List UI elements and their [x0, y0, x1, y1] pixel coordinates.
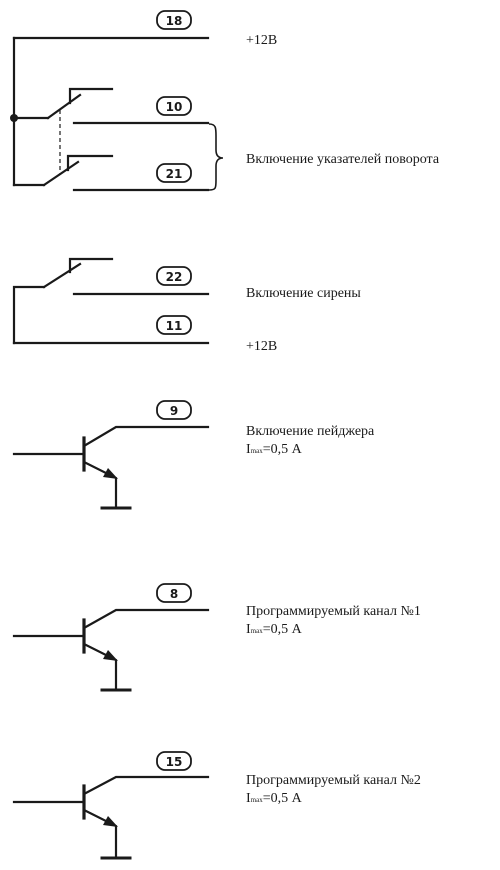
pin-badge-11: 11: [156, 315, 192, 335]
pin-number: 10: [166, 100, 183, 114]
prog2-transistor-stage: [12, 775, 210, 860]
imax-subscript: max: [250, 627, 263, 635]
switch-lower-contact: [66, 154, 114, 172]
pin-number: 11: [166, 319, 183, 333]
label-turn-signals: Включение указателей поворота: [246, 152, 440, 167]
pin-badge-22: 22: [156, 266, 192, 286]
label-pager-imax: Imax=0,5 А: [246, 441, 302, 460]
pin-number: 8: [170, 587, 178, 601]
emitter-arrow: [103, 468, 118, 479]
pin-number: 22: [166, 270, 183, 284]
label-plus12-mid: +12В: [246, 339, 278, 354]
pin-badge-21: 21: [156, 163, 192, 183]
imax-value: =0,5 А: [262, 442, 302, 457]
collector-lead: [82, 775, 210, 796]
pin-badge-18: 18: [156, 10, 192, 30]
pin-badge-8: 8: [156, 583, 192, 603]
switch-upper-contact: [68, 87, 114, 105]
siren-switch-blade: [42, 262, 82, 289]
collector-lead: [82, 608, 210, 630]
pin-badge-15: 15: [156, 751, 192, 771]
pin-number: 18: [166, 14, 183, 28]
prog1-transistor-stage: [12, 608, 210, 692]
siren-lead-left: [12, 285, 46, 345]
label-prog2: Программируемый канал №2: [246, 773, 421, 788]
curly-brace: [208, 123, 224, 191]
pin-number: 15: [166, 755, 183, 769]
label-prog1: Программируемый канал №1: [246, 604, 421, 619]
imax-subscript: max: [250, 447, 263, 455]
switch-upper-blade: [46, 93, 82, 120]
label-siren: Включение сирены: [246, 286, 361, 301]
imax-symbol: I: [246, 791, 251, 806]
label-plus12-top: +12В: [246, 33, 278, 48]
imax-value: =0,5 А: [262, 622, 302, 637]
collector-lead: [82, 425, 210, 448]
label-pager: Включение пейджера: [246, 424, 375, 439]
emitter-arrow: [103, 650, 118, 661]
pin-badge-9: 9: [156, 400, 192, 420]
siren-switch-contact: [68, 257, 114, 274]
imax-symbol: I: [246, 622, 251, 637]
emitter-lead: [82, 460, 118, 510]
label-prog2-imax: Imax=0,5 А: [246, 790, 302, 809]
emitter-lead: [82, 642, 118, 692]
switch-lower-blade: [42, 160, 80, 187]
pin-number: 21: [166, 167, 183, 181]
label-prog1-imax: Imax=0,5 А: [246, 621, 302, 640]
pin-badge-10: 10: [156, 96, 192, 116]
pin-number: 9: [170, 404, 178, 418]
emitter-arrow: [103, 816, 118, 827]
turn-signal-circuit: [10, 36, 224, 192]
pager-transistor-stage: [12, 425, 210, 510]
imax-value: =0,5 А: [262, 791, 302, 806]
emitter-lead: [82, 808, 118, 860]
siren-circuit: [12, 257, 210, 345]
imax-subscript: max: [250, 796, 263, 804]
imax-symbol: I: [246, 442, 251, 457]
